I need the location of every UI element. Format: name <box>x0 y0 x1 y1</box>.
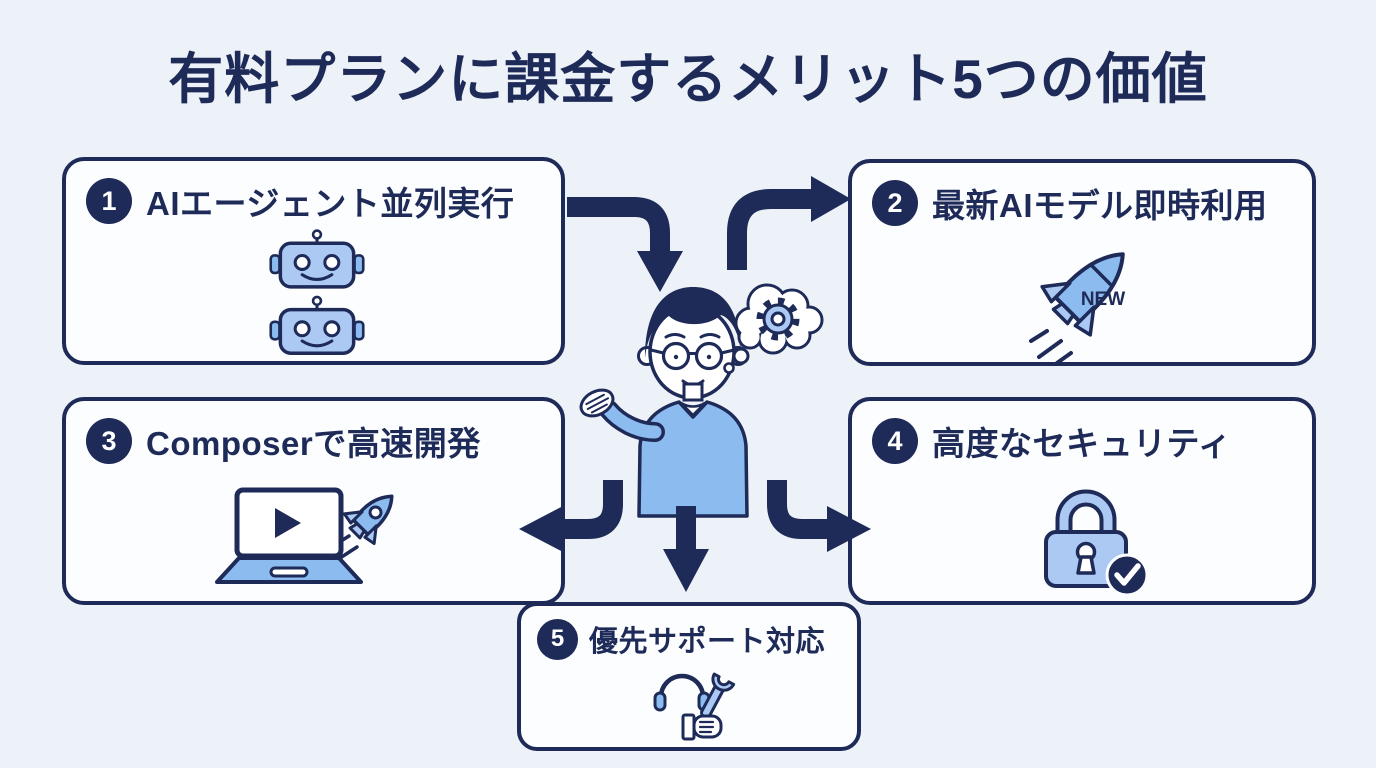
benefit-label-4: 高度なセキュリティ <box>932 425 1232 462</box>
hand-icon <box>681 713 723 741</box>
person-illustration <box>579 283 824 518</box>
page-title: 有料プランに課金するメリット5つの価値 <box>168 48 1208 110</box>
robot-icon <box>269 295 365 355</box>
benefit-label-2: 最新AIモデル即時利用 <box>932 187 1268 224</box>
benefit-box-4: 4 高度なセキュリティ <box>848 397 1316 605</box>
arrowhead-right <box>811 176 851 222</box>
benefit-header-3: 3 Composerで高速開発 <box>86 417 481 465</box>
number-badge-4: 4 <box>872 418 918 464</box>
wrench-icon <box>699 672 736 719</box>
number-badge-1: 1 <box>86 178 132 224</box>
headset-wrench-icon <box>653 672 736 741</box>
benefit-header-5: 5 優先サポート対応 <box>537 618 825 660</box>
number-badge-5: 5 <box>537 618 578 660</box>
benefit-header-4: 4 高度なセキュリティ <box>872 417 1232 465</box>
rocket-body <box>1040 252 1125 337</box>
benefit-header-2: 2 最新AIモデル即時利用 <box>872 179 1268 227</box>
check-badge-icon <box>1105 553 1149 597</box>
rocket-new-icon: NEW <box>1029 252 1125 365</box>
benefit-header-1: 1 AIエージェント並列実行 <box>86 177 514 225</box>
benefit-box-2: 2 最新AIモデル即時利用 NEW <box>848 159 1316 366</box>
benefit-box-3: 3 Composerで高速開発 <box>62 397 565 605</box>
laptop-icon <box>215 487 363 584</box>
speed-lines-icon <box>1029 329 1073 365</box>
thought-bubble-icon <box>723 283 824 374</box>
rocket-new-label: NEW <box>1081 289 1125 310</box>
person-body <box>579 388 749 518</box>
benefit-label-3: Composerで高速開発 <box>146 425 481 462</box>
lock-check-icon <box>1044 489 1149 597</box>
laptop-rocket-icon <box>215 487 394 584</box>
number-badge-3: 3 <box>86 418 132 464</box>
arrow-to-box1 <box>567 197 670 254</box>
benefit-label-5: 優先サポート対応 <box>589 626 826 658</box>
person-hand <box>579 388 615 418</box>
person-head <box>637 287 748 400</box>
benefit-box-1: 1 AIエージェント並列実行 <box>62 157 565 365</box>
gear-icon <box>756 297 800 341</box>
number-badge-2: 2 <box>872 180 918 226</box>
benefit-box-5: 5 優先サポート対応 <box>517 602 861 751</box>
play-icon <box>275 508 301 538</box>
robot-icon <box>269 229 365 289</box>
benefit-label-1: AIエージェント並列実行 <box>146 185 515 222</box>
arrowhead-down <box>663 549 709 592</box>
person-neck <box>682 382 704 402</box>
parallel-robots-icon <box>269 229 365 355</box>
small-rocket-icon <box>342 494 394 546</box>
